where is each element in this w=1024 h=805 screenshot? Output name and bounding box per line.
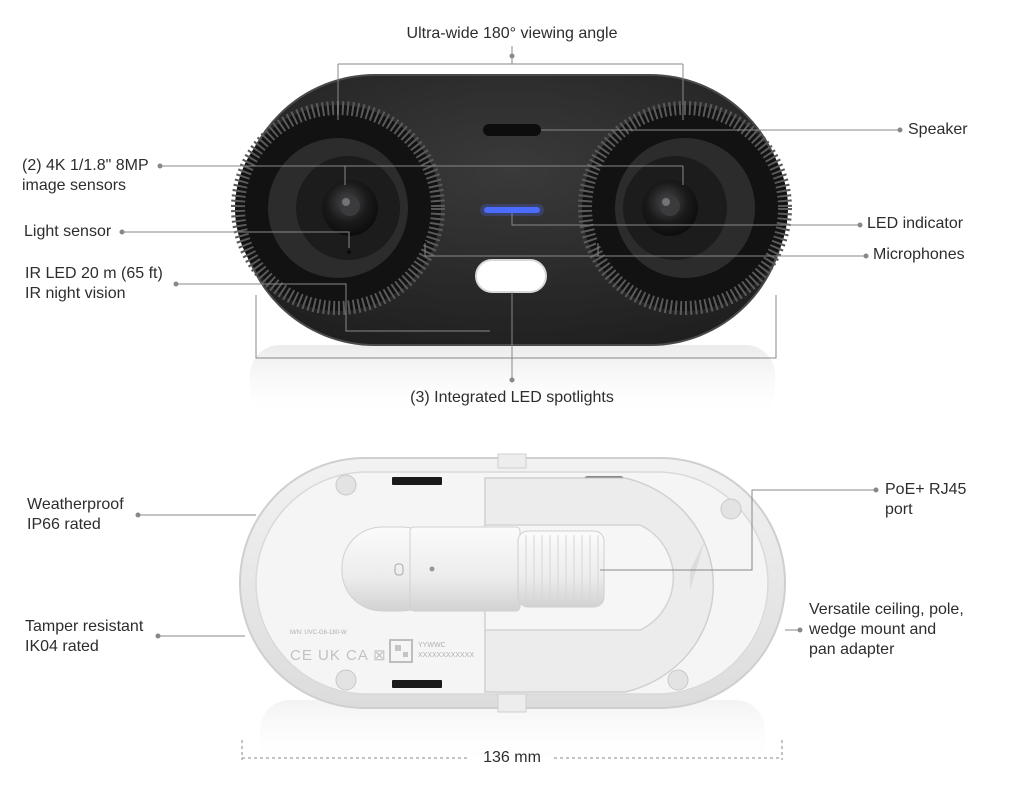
left-lens-assembly: [231, 101, 445, 315]
svg-text:CE UK CA ⊠: CE UK CA ⊠: [290, 647, 387, 664]
weatherproof-line2: IP66 rated: [27, 516, 101, 533]
speaker-label: Speaker: [908, 121, 968, 138]
tamper-line2: IK04 rated: [25, 638, 99, 655]
cable-tube: [341, 526, 605, 612]
microphones-label: Microphones: [873, 246, 965, 263]
light-sensor-label: Light sensor: [24, 223, 112, 240]
poe-line1: PoE+ RJ45: [885, 481, 967, 498]
ir-led-label: IR LED 20 m (65 ft) IR night vision: [25, 264, 163, 304]
spotlights-label: (3) Integrated LED spotlights: [410, 389, 614, 406]
tamper-line1: Tamper resistant: [25, 618, 144, 635]
speaker-slot: [483, 124, 541, 136]
ir-led-line1: IR LED 20 m (65 ft): [25, 265, 163, 282]
screw-posts: [335, 474, 742, 691]
top-callout-lines: [119, 46, 903, 383]
bottom-callout-lines: [135, 487, 879, 760]
poe-line2: port: [885, 501, 913, 518]
image-sensors-label: (2) 4K 1/1.8" 8MP image sensors: [22, 156, 149, 196]
image-sensors-line1: (2) 4K 1/1.8" 8MP: [22, 157, 149, 174]
mount-reflection: [260, 700, 765, 770]
mount-line3: pan adapter: [809, 641, 895, 658]
image-sensors-line2: image sensors: [22, 177, 127, 194]
led-indicator-label: LED indicator: [867, 215, 964, 232]
date-code: YYWWC: [418, 642, 446, 649]
poe-port-label: PoE+ RJ45 port: [885, 480, 966, 520]
light-sensor-dot: [347, 250, 351, 254]
center-spotlight: [475, 259, 547, 293]
viewing-angle-label: Ultra-wide 180° viewing angle: [406, 25, 618, 42]
tamper-label: Tamper resistant IK04 rated: [25, 617, 143, 657]
model-number: M/N: UVC-G6-180-W: [290, 630, 347, 636]
product-marking: M/N: UVC-G6-180-W CE UK CA ⊠ YYWWC XXXXX…: [290, 630, 474, 664]
weatherproof-label: Weatherproof IP66 rated: [27, 495, 124, 535]
weatherproof-line1: Weatherproof: [27, 496, 124, 513]
mount-line2: wedge mount and: [809, 621, 937, 638]
ir-led-line2: IR night vision: [25, 285, 126, 302]
width-dimension-label: 136 mm: [483, 749, 541, 766]
camera-reflection: [250, 345, 775, 420]
qr-code: [389, 639, 413, 663]
mount-label: Versatile ceiling, pole, wedge mount and…: [809, 600, 964, 660]
serial-number: XXXXXXXXXXXX: [418, 652, 474, 659]
right-lens-assembly: [578, 101, 792, 315]
led-indicator-light: [484, 207, 540, 213]
mount-line1: Versatile ceiling, pole,: [809, 601, 964, 618]
